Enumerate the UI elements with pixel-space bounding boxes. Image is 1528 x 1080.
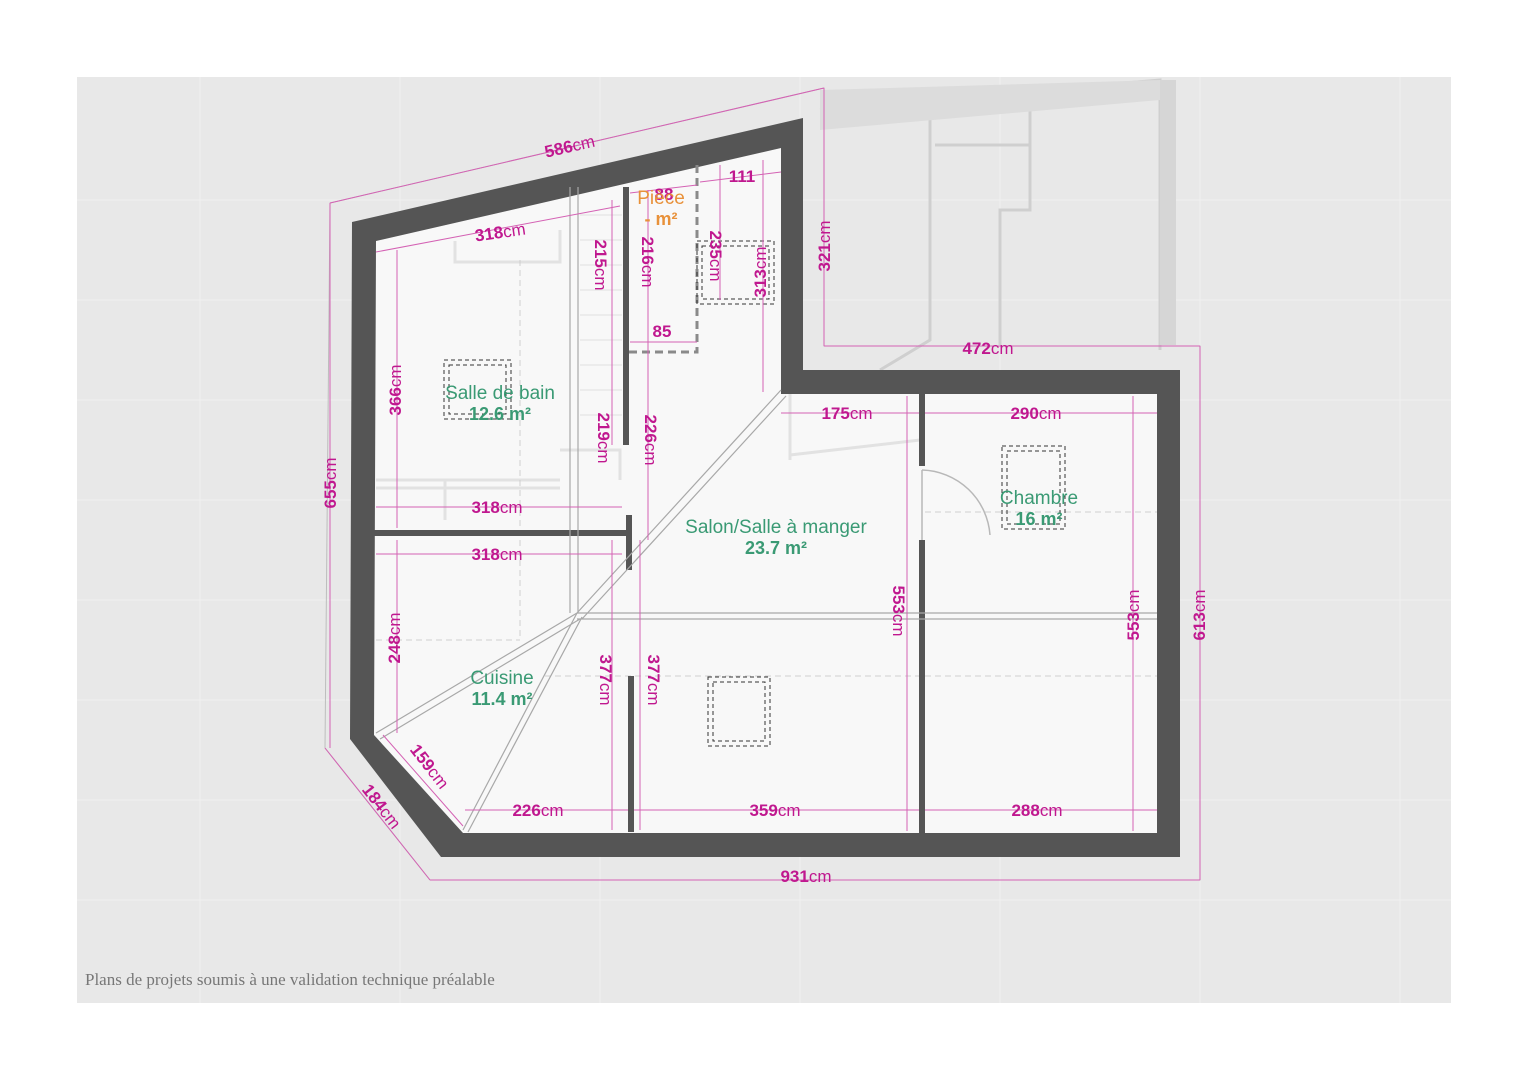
dim-226-stair: 226cm <box>641 414 660 465</box>
room-kitchen: Cuisine 11.4 m² <box>470 668 533 709</box>
wall-center-stub <box>626 515 632 570</box>
dim-472: 472cm <box>962 339 1013 358</box>
dim-111: 111 <box>729 167 756 186</box>
interior-walls <box>374 187 925 833</box>
room-area: 16 m² <box>1015 509 1062 529</box>
room-name: Cuisine <box>470 668 533 689</box>
dim-318-top: 318cm <box>474 220 527 246</box>
dim-377-right: 377cm <box>644 654 663 705</box>
dim-226-kitchen: 226cm <box>512 801 563 820</box>
wall-bedroom-upper <box>919 394 925 466</box>
bedroom-door-swing <box>921 469 991 536</box>
room-area: - m² <box>645 209 678 229</box>
dim-248: 248cm <box>385 612 404 663</box>
dim-931: 931cm <box>780 867 831 886</box>
dim-359: 359cm <box>749 801 800 820</box>
room-name: Pièce <box>637 188 685 209</box>
skylight-bathroom <box>443 359 512 420</box>
dim-85: 85 <box>653 322 672 341</box>
stair-steps <box>580 214 622 416</box>
room-area: 12.6 m² <box>469 404 531 424</box>
dim-215: 215cm <box>591 239 610 290</box>
dim-553-bedroom: 553cm <box>1124 589 1143 640</box>
room-area: 11.4 m² <box>471 689 532 709</box>
dim-313: 313cm <box>751 246 770 297</box>
room-name: Salle de bain <box>445 383 555 404</box>
dim-235: 235cm <box>706 230 725 281</box>
skylights <box>443 240 1066 747</box>
footer-disclaimer: Plans de projets soumis à une validation… <box>85 970 495 989</box>
room-living: Salon/Salle à manger 23.7 m² <box>685 517 867 558</box>
dim-318-kitchen: 318cm <box>471 545 522 564</box>
wall-living-lower <box>628 676 634 832</box>
reference-lines <box>376 260 1157 677</box>
underlay-drawing <box>819 78 1176 372</box>
dim-377-left: 377cm <box>596 654 615 705</box>
skylight-bedroom <box>1001 445 1066 530</box>
dim-288: 288cm <box>1011 801 1062 820</box>
dim-219: 219cm <box>594 412 613 463</box>
dim-613: 613cm <box>1190 589 1209 640</box>
room-name: Chambre <box>1000 488 1078 509</box>
piece-boundary <box>628 165 699 354</box>
skylight-living <box>707 676 771 747</box>
dim-321: 321cm <box>815 220 834 271</box>
room-name: Salon/Salle à manger <box>685 517 867 538</box>
dim-586: 586cm <box>543 132 597 162</box>
dimension-lines <box>324 87 1201 881</box>
dim-88: 88 <box>655 185 674 204</box>
interior-underlay <box>376 230 921 520</box>
skylight-piece <box>696 240 775 305</box>
dim-318-bath: 318cm <box>471 498 522 517</box>
dim-290: 290cm <box>1010 404 1061 423</box>
room-labels: Salle de bain 12.6 m² Pièce - m² Salon/S… <box>445 188 1078 709</box>
wall-bedroom-lower <box>919 540 925 833</box>
room-piece: Pièce - m² <box>637 188 685 229</box>
room-bedroom: Chambre 16 m² <box>1000 488 1078 529</box>
room-bathroom: Salle de bain 12.6 m² <box>445 383 555 424</box>
dim-366: 366cm <box>386 364 405 415</box>
wall-bath-kitchen <box>374 530 626 536</box>
dim-655: 655cm <box>321 457 340 508</box>
diagonal-partitions <box>375 187 1157 833</box>
room-area: 23.7 m² <box>745 538 807 558</box>
dim-553-living: 553cm <box>889 585 908 636</box>
dim-216: 216cm <box>638 236 657 287</box>
dim-175: 175cm <box>821 404 872 423</box>
wall-stair <box>623 187 629 445</box>
